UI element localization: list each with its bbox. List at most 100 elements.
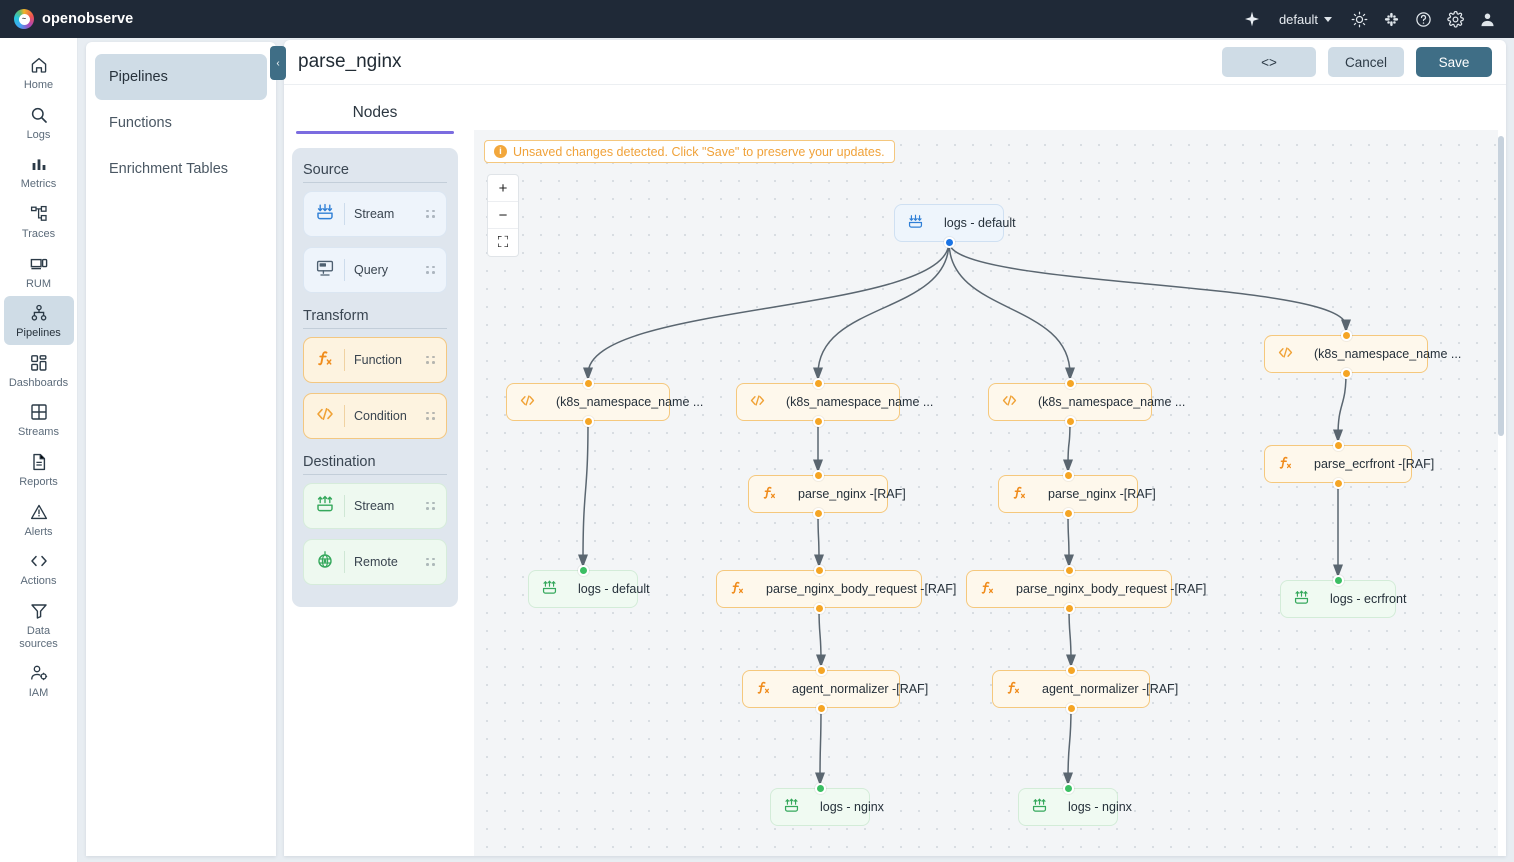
sidebar-item-dashboards[interactable]: Dashboards: [4, 346, 74, 395]
node-output-handle[interactable]: [1064, 415, 1076, 427]
sidebar-item-metrics[interactable]: Metrics: [4, 147, 74, 196]
fit-view-button[interactable]: ⛶: [497, 234, 509, 251]
sidebar-item-actions[interactable]: Actions: [4, 544, 74, 593]
zoom-out-button[interactable]: −: [488, 202, 518, 229]
node-input-handle[interactable]: [812, 377, 824, 389]
view-code-button[interactable]: <>: [1222, 47, 1316, 77]
settings-gear-icon[interactable]: [1440, 4, 1470, 34]
graph-node-f4[interactable]: parse_nginx_body_request -[RAF]: [716, 570, 956, 608]
node-input-handle[interactable]: [1064, 377, 1076, 389]
home-icon: [29, 54, 49, 76]
pipeline-canvas[interactable]: i Unsaved changes detected. Click "Save"…: [474, 130, 1498, 856]
graph-node-f7[interactable]: agent_normalizer -[RAF]: [992, 670, 1178, 708]
sidebar-item-traces[interactable]: Traces: [4, 197, 74, 246]
save-button[interactable]: Save: [1416, 47, 1492, 77]
canvas-scrollbar[interactable]: [1498, 136, 1504, 436]
collapse-panel-button[interactable]: ‹: [270, 46, 286, 80]
sidebar-item-rum[interactable]: RUM: [4, 247, 74, 296]
graph-edge: [1332, 372, 1347, 443]
stream-out-icon: [315, 494, 335, 517]
palette-node-source-stream[interactable]: Stream: [303, 190, 447, 237]
node-input-handle[interactable]: [1062, 469, 1074, 481]
sidebar-item-streams[interactable]: Streams: [4, 395, 74, 444]
graph-node-label: parse_nginx_body_request -[RAF]: [1016, 582, 1207, 596]
palette-node-transform-function[interactable]: Function: [303, 336, 447, 383]
zoom-in-button[interactable]: +: [488, 175, 518, 202]
code-brackets-icon: [749, 392, 766, 412]
help-icon[interactable]: [1408, 4, 1438, 34]
sidebar-item-iam[interactable]: IAM: [4, 656, 74, 705]
graph-node-c3[interactable]: (k8s_namespace_name ...: [988, 383, 1185, 421]
remote-globe-icon: [315, 550, 335, 573]
node-input-handle[interactable]: [1062, 782, 1074, 794]
sidebar-item-label: Alerts: [24, 525, 53, 538]
sidebar-item-reports[interactable]: Reports: [4, 445, 74, 494]
sidebar-item-home[interactable]: Home: [4, 48, 74, 97]
graph-node-d1[interactable]: logs - default: [528, 570, 650, 608]
cancel-button[interactable]: Cancel: [1328, 47, 1404, 77]
drag-handle-icon[interactable]: [426, 265, 435, 274]
palette-node-destination-remote[interactable]: Remote: [303, 538, 447, 585]
node-input-handle[interactable]: [1332, 439, 1344, 451]
list-item-pipelines[interactable]: Pipelines: [95, 54, 267, 100]
graph-node-d2[interactable]: logs - ecrfront: [1280, 580, 1406, 618]
brand[interactable]: ~ openobserve: [0, 9, 133, 29]
drag-handle-icon[interactable]: [426, 501, 435, 510]
document-icon: [29, 451, 49, 473]
node-output-handle[interactable]: [812, 507, 824, 519]
node-input-handle[interactable]: [813, 564, 825, 576]
node-input-handle[interactable]: [1063, 564, 1075, 576]
node-input-handle[interactable]: [814, 782, 826, 794]
sidebar-item-alerts[interactable]: Alerts: [4, 495, 74, 544]
list-item-enrichment-tables[interactable]: Enrichment Tables: [109, 161, 229, 177]
sidebar-item-logs[interactable]: Logs: [4, 98, 74, 147]
theme-sun-icon[interactable]: [1344, 4, 1374, 34]
palette-node-transform-condition[interactable]: Condition: [303, 392, 447, 439]
node-output-handle[interactable]: [943, 236, 955, 248]
sidebar-item-pipelines[interactable]: Pipelines: [3, 296, 74, 345]
node-input-handle[interactable]: [1065, 664, 1077, 676]
palette-node-source-query[interactable]: Query: [303, 246, 447, 293]
fx-icon: [1005, 679, 1022, 699]
graph-node-f5[interactable]: parse_nginx_body_request -[RAF]: [966, 570, 1206, 608]
sparkle-icon[interactable]: [1237, 4, 1267, 34]
dashboards-icon: [29, 352, 49, 374]
graph-edge: [814, 707, 826, 786]
node-output-handle[interactable]: [582, 415, 594, 427]
node-input-handle[interactable]: [577, 564, 589, 576]
graph-node-label: parse_nginx_body_request -[RAF]: [766, 582, 957, 596]
graph-node-f1[interactable]: parse_nginx -[RAF]: [748, 475, 906, 513]
node-output-handle[interactable]: [1340, 367, 1352, 379]
node-output-handle[interactable]: [812, 415, 824, 427]
drag-handle-icon[interactable]: [426, 209, 435, 218]
user-avatar-icon[interactable]: [1472, 4, 1502, 34]
node-output-handle[interactable]: [1332, 477, 1344, 489]
palette-node-destination-stream[interactable]: Stream: [303, 482, 447, 529]
drag-handle-icon[interactable]: [426, 557, 435, 566]
graph-node-d4[interactable]: logs - nginx: [1018, 788, 1132, 826]
node-input-handle[interactable]: [815, 664, 827, 676]
list-item-functions[interactable]: Functions: [109, 115, 172, 131]
graph-node-src[interactable]: logs - default: [894, 204, 1016, 242]
node-input-handle[interactable]: [1332, 574, 1344, 586]
divider: [344, 550, 345, 573]
node-input-handle[interactable]: [1340, 329, 1352, 341]
node-output-handle[interactable]: [1063, 602, 1075, 614]
tab-nodes[interactable]: Nodes: [352, 104, 398, 121]
node-output-handle[interactable]: [813, 602, 825, 614]
drag-handle-icon[interactable]: [426, 355, 435, 364]
graph-node-c1[interactable]: (k8s_namespace_name ...: [506, 383, 703, 421]
graph-node-d3[interactable]: logs - nginx: [770, 788, 884, 826]
slack-icon[interactable]: [1376, 4, 1406, 34]
node-input-handle[interactable]: [582, 377, 594, 389]
node-output-handle[interactable]: [815, 702, 827, 714]
org-selector[interactable]: default: [1273, 9, 1338, 30]
graph-node-label: logs - nginx: [1068, 800, 1132, 814]
node-output-handle[interactable]: [1065, 702, 1077, 714]
node-output-handle[interactable]: [1062, 507, 1074, 519]
node-input-handle[interactable]: [812, 469, 824, 481]
drag-handle-icon[interactable]: [426, 411, 435, 420]
graph-node-f3[interactable]: parse_ecrfront -[RAF]: [1264, 445, 1434, 483]
